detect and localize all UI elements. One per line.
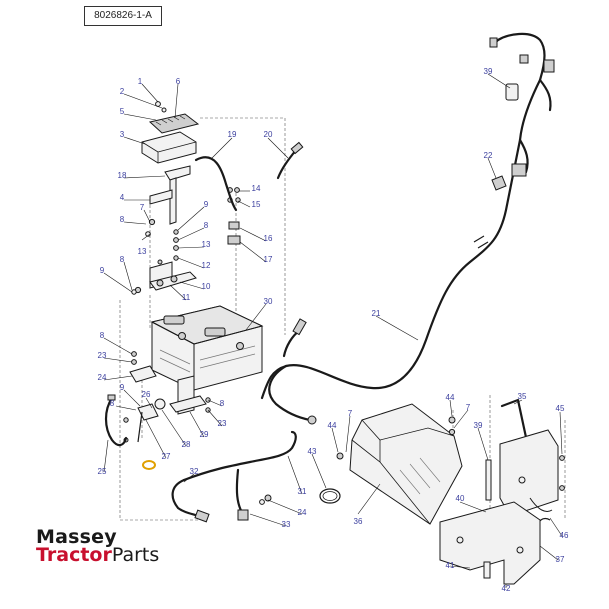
ring-43 xyxy=(319,488,341,504)
callout-5: 5 xyxy=(120,107,125,116)
callout-19: 19 xyxy=(228,130,237,139)
callout-37: 37 xyxy=(556,555,565,564)
callout-1: 1 xyxy=(138,77,143,86)
callout-22: 22 xyxy=(484,151,493,160)
callout-44: 44 xyxy=(446,393,455,402)
callout-8: 8 xyxy=(204,221,209,230)
callout-9: 9 xyxy=(100,266,105,275)
callout-11: 11 xyxy=(182,293,191,302)
callout-9: 9 xyxy=(120,383,125,392)
callout-32: 32 xyxy=(190,467,199,476)
brand-line-2: TractorParts xyxy=(36,546,159,565)
callout-23: 23 xyxy=(218,419,227,428)
callout-7: 7 xyxy=(348,409,353,418)
plate-41 xyxy=(439,501,541,585)
callout-29: 29 xyxy=(200,430,209,439)
main-harness xyxy=(260,32,555,425)
callout-13: 13 xyxy=(138,247,147,256)
callout-2: 2 xyxy=(120,87,125,96)
callout-8: 8 xyxy=(120,255,125,264)
plate-24 xyxy=(129,365,157,383)
callout-14: 14 xyxy=(252,184,261,193)
document-id-label: 8026826-1-A xyxy=(84,6,162,26)
callout-25: 25 xyxy=(98,467,107,476)
callout-24: 24 xyxy=(98,373,107,382)
callout-8: 8 xyxy=(120,215,125,224)
callout-13: 13 xyxy=(202,240,211,249)
callout-42: 42 xyxy=(502,584,511,593)
callout-20: 20 xyxy=(264,130,273,139)
callout-8: 8 xyxy=(110,399,115,408)
callout-6: 6 xyxy=(176,77,181,86)
callout-26: 26 xyxy=(142,390,151,399)
callout-7: 7 xyxy=(466,403,471,412)
bracket-18 xyxy=(149,165,191,225)
callout-12: 12 xyxy=(202,261,211,270)
callout-43: 43 xyxy=(308,447,317,456)
battery-clamp-top xyxy=(141,101,200,164)
callout-27: 27 xyxy=(162,452,171,461)
callout-16: 16 xyxy=(264,234,273,243)
callout-7: 7 xyxy=(140,203,145,212)
callout-23: 23 xyxy=(98,351,107,360)
connector-38 xyxy=(505,83,519,101)
battery-cables xyxy=(171,430,297,523)
connector-22 xyxy=(491,175,507,191)
battery xyxy=(150,305,264,391)
callout-10: 10 xyxy=(202,282,211,291)
cover-36 xyxy=(336,403,463,525)
callout-39: 39 xyxy=(484,67,493,76)
brand-word-parts: Parts xyxy=(111,544,160,566)
callout-9: 9 xyxy=(204,200,209,209)
callout-3: 3 xyxy=(120,130,125,139)
bracket-35 xyxy=(499,398,559,531)
battery-switch xyxy=(137,398,166,470)
callout-4: 4 xyxy=(120,193,125,202)
callout-8: 8 xyxy=(220,399,225,408)
callout-8: 8 xyxy=(100,331,105,340)
brand-logo: Massey TractorParts xyxy=(36,528,159,565)
callout-18: 18 xyxy=(118,171,127,180)
callout-44: 44 xyxy=(328,421,337,430)
bracket-29 xyxy=(169,375,207,415)
callout-31: 31 xyxy=(298,487,307,496)
callout-28: 28 xyxy=(182,440,191,449)
short-cables xyxy=(194,141,304,212)
callout-36: 36 xyxy=(354,517,363,526)
callout-45: 45 xyxy=(556,404,565,413)
callout-30: 30 xyxy=(264,297,273,306)
callout-40: 40 xyxy=(456,494,465,503)
leader-lines xyxy=(103,73,563,588)
callout-33: 33 xyxy=(282,520,291,529)
callout-21: 21 xyxy=(372,309,381,318)
callout-24: 24 xyxy=(298,508,307,517)
callout-41: 41 xyxy=(446,561,455,570)
callout-17: 17 xyxy=(264,255,273,264)
callout-39: 39 xyxy=(474,421,483,430)
brand-line-1: Massey xyxy=(36,526,117,548)
callout-46: 46 xyxy=(560,531,569,540)
callout-35: 35 xyxy=(518,392,527,401)
bracket-lower xyxy=(131,261,197,295)
ground-strap xyxy=(104,394,128,447)
brand-word-tractor: Tractor xyxy=(36,544,112,566)
callout-15: 15 xyxy=(252,200,261,209)
